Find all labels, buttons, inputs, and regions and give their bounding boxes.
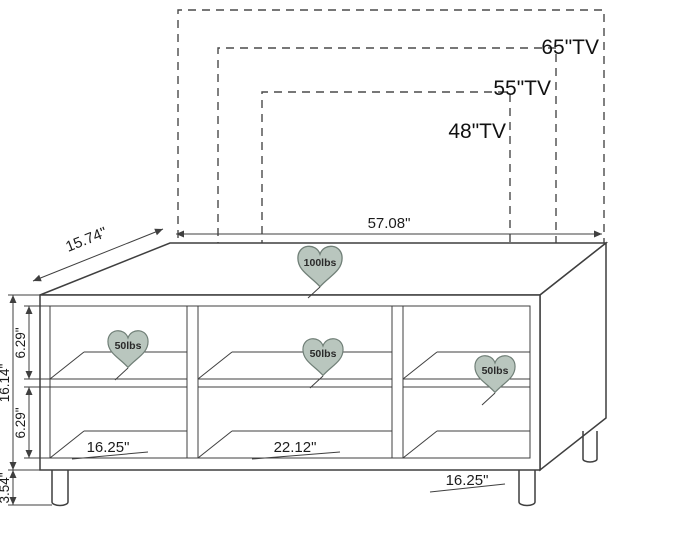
middle-shelf-capacity-label: 50lbs	[310, 348, 337, 360]
tv-outline-55	[217, 47, 557, 250]
leg-height-dimension-label: 3.54"	[0, 472, 12, 503]
weight-badge-right-shelf: 50lbs	[474, 355, 516, 406]
depth-dimension-line	[32, 228, 164, 282]
badge-leader	[307, 286, 321, 299]
upper-shelf-dimension-label: 6.29"	[13, 327, 28, 358]
tv-size-label-55: 55"TV	[493, 77, 551, 100]
tv-stand-drawing	[39, 241, 609, 507]
middle-compartment-leader	[251, 451, 341, 460]
stand-front-face	[39, 294, 541, 471]
tv-size-overlays: 65"TV 55"TV 48"TV	[177, 9, 605, 252]
right-compartment-width-label: 16.25"	[446, 472, 489, 489]
weight-badge-top: 100lbs	[297, 245, 343, 299]
tv-size-label-48: 48"TV	[448, 120, 506, 143]
dimension-annotations: 57.08" 15.74" 16.14" 6.29" 6.29" 3.54" 1…	[0, 215, 602, 506]
heart-icon	[297, 245, 343, 288]
badge-leader	[114, 367, 129, 381]
stand-legs	[51, 431, 598, 507]
tv-outline-65	[177, 9, 605, 252]
weight-badge-middle-shelf: 50lbs	[302, 338, 344, 389]
left-compartment-leader	[71, 451, 149, 460]
middle-shelf-lines	[50, 378, 530, 388]
left-compartment-width-label: 16.25"	[87, 439, 130, 456]
left-shelf-capacity-label: 50lbs	[115, 340, 142, 352]
middle-compartment-width-label: 22.12"	[274, 439, 317, 456]
interior-depth-lines	[49, 351, 530, 459]
cabinet-height-dimension-label: 16.14"	[0, 364, 12, 403]
weight-badge-left-shelf: 50lbs	[107, 330, 149, 381]
lower-shelf-dimension-label: 6.29"	[13, 407, 28, 438]
vertical-dividers	[186, 306, 404, 458]
tv-outline-48	[261, 91, 511, 248]
leg-front-left	[51, 470, 69, 507]
front-opening-frame	[49, 305, 531, 459]
leg-back-right	[582, 431, 598, 463]
top-capacity-label: 100lbs	[304, 257, 337, 269]
heart-icon	[302, 338, 344, 377]
width-dimension-label: 57.08"	[368, 215, 411, 232]
right-compartment-leader	[429, 483, 506, 493]
badge-leader	[309, 375, 324, 389]
depth-dimension-label: 15.74"	[63, 224, 109, 256]
tv-size-label-65: 65"TV	[541, 36, 599, 59]
heart-icon	[107, 330, 149, 369]
weight-capacity-badges: 100lbs 50lbs 50lbs 50lbs	[107, 245, 516, 406]
right-shelf-capacity-label: 50lbs	[482, 365, 509, 377]
leg-front-right	[518, 470, 536, 507]
heart-icon	[474, 355, 516, 394]
badge-leader	[481, 392, 496, 406]
